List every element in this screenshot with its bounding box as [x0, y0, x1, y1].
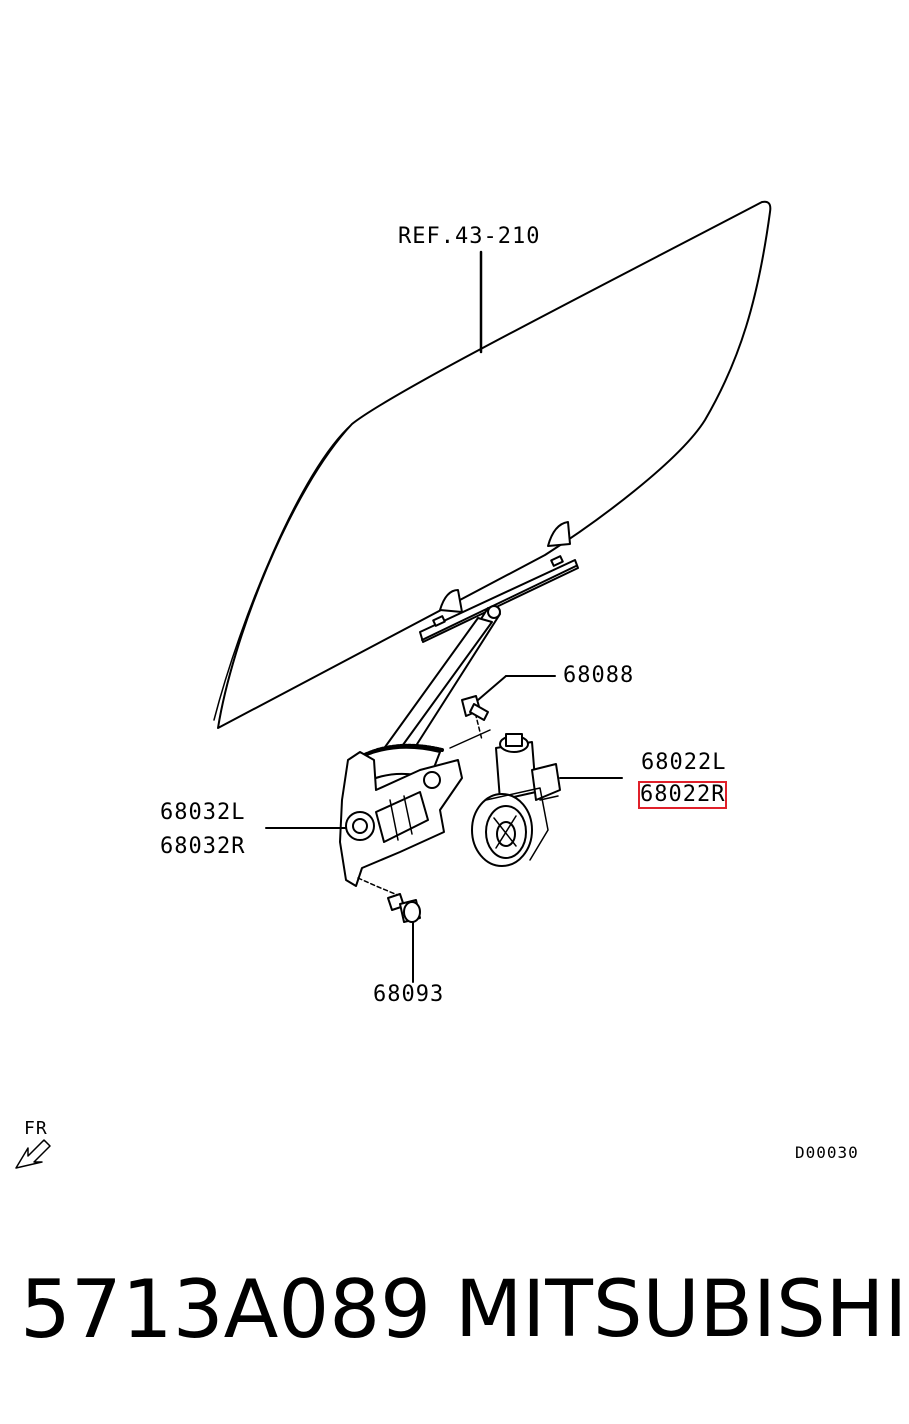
- part-label-68088[interactable]: 68088: [563, 663, 635, 688]
- fr-arrow-icon: [15, 1139, 51, 1169]
- brand-name: MITSUBISHI: [455, 1265, 908, 1355]
- diagram-code: D00030: [795, 1143, 859, 1162]
- motor-assembly: [471, 733, 623, 867]
- ref-label: REF.43-210: [398, 224, 541, 249]
- glass-edge: [213, 423, 353, 721]
- glass-channel: [419, 521, 579, 643]
- part-label-68093[interactable]: 68093: [373, 982, 445, 1007]
- regulator-base: [339, 699, 483, 897]
- part-label-68022l[interactable]: 68022L: [641, 750, 727, 775]
- direction-label: FR: [24, 1118, 48, 1139]
- bolt-68093: [387, 893, 421, 983]
- bolt-68088: [461, 675, 556, 721]
- door-glass: [217, 200, 772, 729]
- part-number: 5713A089: [20, 1263, 432, 1356]
- part-label-68022r[interactable]: 68022R: [637, 781, 728, 809]
- part-label-68032l[interactable]: 68032L: [160, 800, 246, 825]
- part-label-68032r[interactable]: 68032R: [160, 834, 246, 859]
- regulator-arms: [379, 605, 501, 761]
